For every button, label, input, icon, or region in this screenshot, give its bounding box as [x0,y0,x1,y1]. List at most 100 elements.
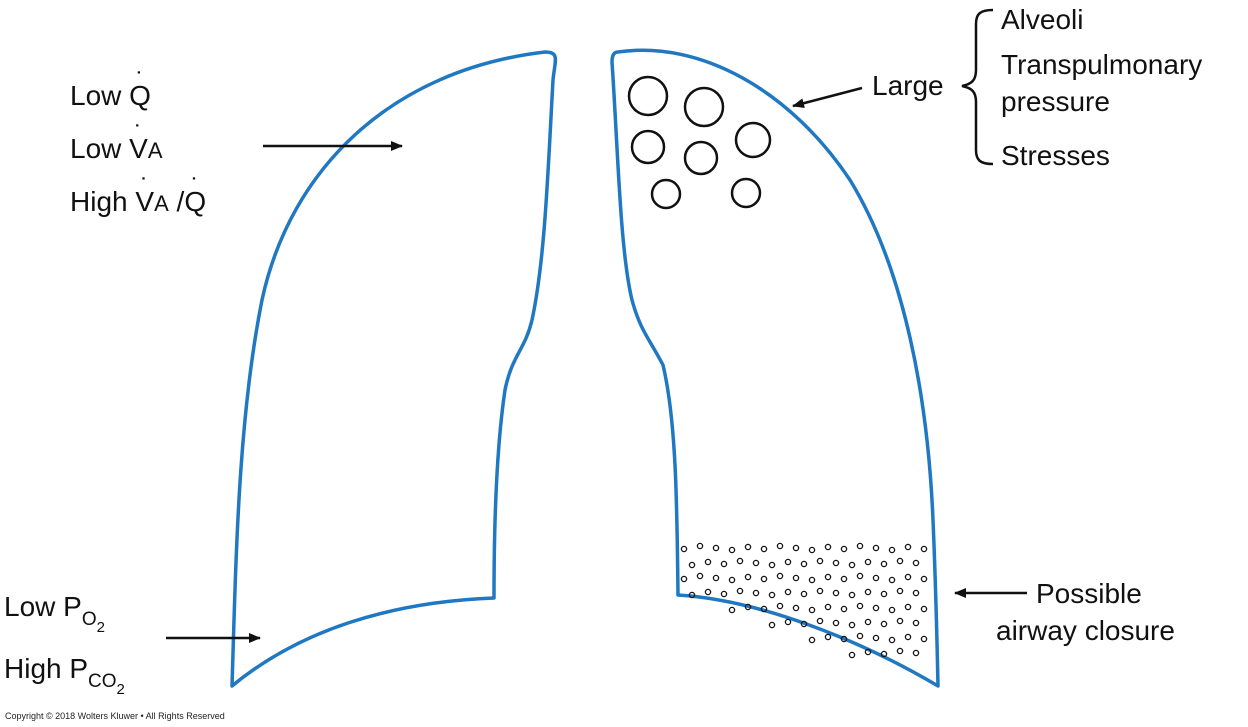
small-alveolus [824,603,832,611]
small-alveolus [888,636,896,644]
small-alveolus [808,606,816,614]
left-lung-outline [230,50,558,688]
small-alveolus [880,650,888,658]
small-alveolus [752,559,760,567]
small-alveolus [840,635,848,643]
small-alveolus [912,559,920,567]
small-alveolus [728,576,736,584]
small-alveolus [784,558,792,566]
small-alveolus [864,558,872,566]
small-alveolus [896,647,904,655]
small-alveolus [808,576,816,584]
alveolus [630,129,666,165]
small-alveolus [816,617,824,625]
small-alveolus [712,574,720,582]
label-large: Large [872,70,944,101]
small-alveolus [792,574,800,582]
small-alveolus [728,546,736,554]
small-alveolus [776,572,784,580]
small-alveolus [832,559,840,567]
small-alveolus [864,588,872,596]
small-alveolus [840,575,848,583]
small-alveolus [784,588,792,596]
small-alveolus [736,557,744,565]
small-alveolus [760,545,768,553]
small-alveolus [856,632,864,640]
small-alveolus [744,573,752,581]
small-alveolus [872,544,880,552]
small-alveolus [872,574,880,582]
small-alveolus [904,543,912,551]
label-high-pco2: High PCO2 [4,653,125,698]
small-alveolus [832,589,840,597]
label-high-vaq: High VA /Q [70,188,206,216]
small-alveolus [800,560,808,568]
label-low-q: Low Q [70,82,151,110]
label-possible: Possible [1036,578,1142,609]
small-alveolus [856,572,864,580]
small-alveolus [920,545,928,553]
small-alveolus [816,557,824,565]
small-alveolus [896,587,904,595]
small-alveolus [760,605,768,613]
small-alveolus [848,651,856,659]
small-alveolus [704,588,712,596]
small-alveolus [904,603,912,611]
small-alveolus [720,560,728,568]
small-alveolus [744,603,752,611]
label-alveoli: Alveoli [1001,4,1084,35]
small-alveolus [848,621,856,629]
small-alveolus [680,545,688,553]
small-alveolus [856,602,864,610]
small-alveolus [704,558,712,566]
small-alveolus [768,621,776,629]
small-alveolus [912,589,920,597]
alveolus [734,121,772,159]
small-alveolus [896,557,904,565]
small-alveolus [912,649,920,657]
small-alveolus [840,545,848,553]
small-alveolus [896,617,904,625]
small-alveolus [736,587,744,595]
small-alveolus [768,591,776,599]
alveolus [627,75,669,117]
small-alveolus [800,590,808,598]
small-alveolus [784,618,792,626]
small-alveolus [888,546,896,554]
label-pressure: pressure [1001,86,1110,117]
small-alveolus [920,575,928,583]
small-alveolus [808,546,816,554]
small-alveolus [792,544,800,552]
alveolus [650,178,682,210]
small-alveolus [880,590,888,598]
small-alveolus [920,605,928,613]
small-alveolus [696,572,704,580]
small-alveolus [760,575,768,583]
small-alveolus [752,589,760,597]
right-lung-outline [610,48,940,688]
small-alveolus [824,573,832,581]
alveolus [683,140,719,176]
small-alveolus [888,606,896,614]
small-alveolus [840,605,848,613]
small-alveolus [920,635,928,643]
small-alveolus [680,575,688,583]
curly-brace [961,8,994,166]
small-alveolus [856,542,864,550]
small-alveolus [744,543,752,551]
small-alveolus [904,633,912,641]
small-alveoli [680,542,928,659]
small-alveolus [864,618,872,626]
small-alveolus [864,648,872,656]
small-alveolus [720,590,728,598]
small-alveolus [888,576,896,584]
small-alveolus [824,633,832,641]
small-alveolus [848,591,856,599]
small-alveolus [880,620,888,628]
small-alveolus [872,634,880,642]
small-alveolus [800,620,808,628]
small-alveolus [776,542,784,550]
small-alveolus [872,604,880,612]
small-alveolus [832,619,840,627]
